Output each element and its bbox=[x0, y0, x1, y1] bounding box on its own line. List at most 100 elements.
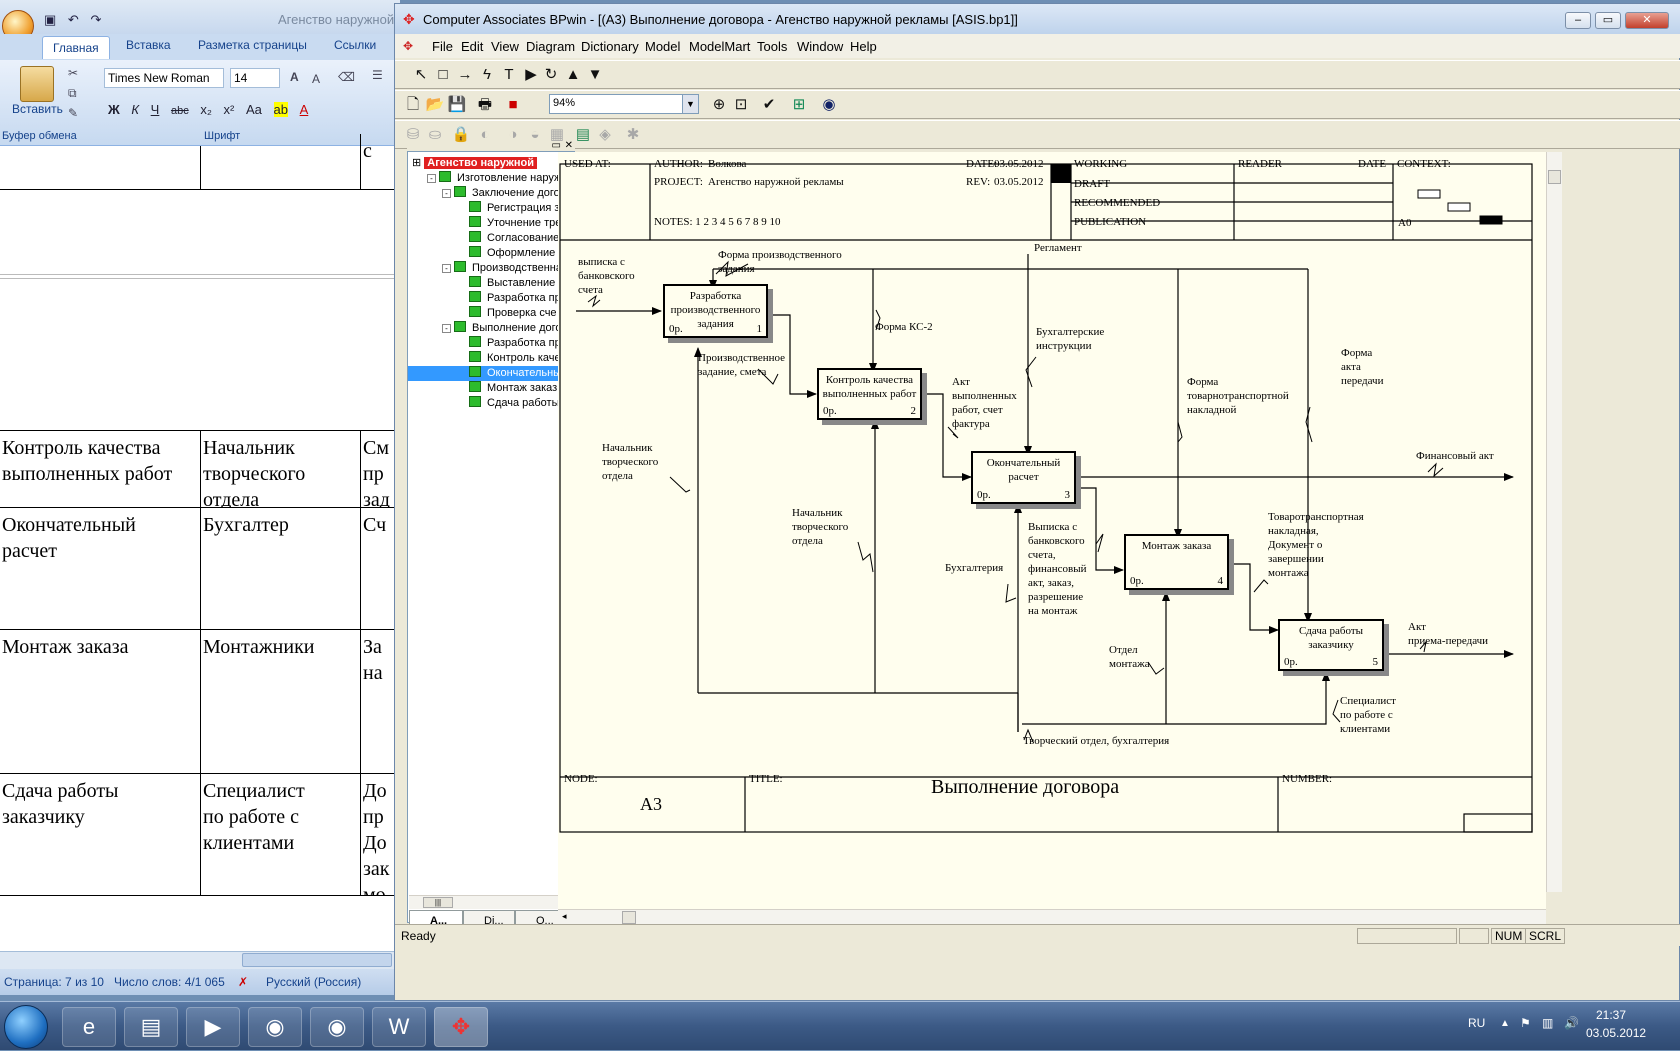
cut-icon[interactable]: ✂ bbox=[68, 66, 79, 80]
model-explorer-tree[interactable]: ⊞ Агенство наружной-Изготовление наруж-З… bbox=[407, 151, 575, 923]
menu-file[interactable]: File bbox=[432, 39, 453, 54]
maximize-button[interactable]: ▭ bbox=[1595, 12, 1621, 29]
tree-item[interactable]: Проверка сче bbox=[408, 306, 568, 321]
modelmart-icon[interactable]: ◉ bbox=[822, 96, 836, 113]
go-up-tool-icon[interactable]: ▲ bbox=[565, 66, 581, 83]
zoom-select[interactable]: 94% ▼ bbox=[549, 94, 699, 114]
firefox-icon[interactable]: ◉ bbox=[310, 1007, 364, 1047]
page-count[interactable]: Страница: 7 из 10 bbox=[4, 975, 104, 989]
rotate-tool-icon[interactable]: ↻ bbox=[544, 66, 558, 83]
close-button[interactable]: ✕ bbox=[1625, 12, 1669, 29]
arrow-label[interactable]: Акт выполненных работ, счет фактура bbox=[952, 376, 1017, 430]
scroll-thumb[interactable] bbox=[622, 911, 636, 924]
tree-item[interactable]: -Изготовление наруж bbox=[408, 171, 568, 186]
spell-check-icon[interactable]: ✔ bbox=[762, 96, 776, 113]
grow-font-icon[interactable]: A bbox=[290, 70, 299, 84]
arrow-label[interactable]: Выписка с банковского счета, финансовый … bbox=[1028, 521, 1087, 617]
show-hidden-icons-icon[interactable]: ▲ bbox=[1500, 1018, 1510, 1029]
paste-button[interactable]: Вставить bbox=[12, 102, 63, 116]
bullets-icon[interactable]: ☰ bbox=[372, 68, 383, 82]
activity-box-3[interactable]: Окончательный расчет 0р. 3 bbox=[971, 451, 1076, 504]
arrow-label[interactable]: Отдел монтажа bbox=[1109, 644, 1150, 670]
volume-icon[interactable]: 🔊 bbox=[1564, 1016, 1579, 1030]
menu-model[interactable]: Model bbox=[645, 39, 681, 54]
menu-window[interactable]: Window bbox=[797, 39, 844, 54]
shrink-font-icon[interactable]: A bbox=[312, 72, 321, 86]
collapse-toggle-icon[interactable]: - bbox=[442, 264, 451, 273]
arrow-label[interactable]: Финансовый акт bbox=[1416, 450, 1494, 462]
collapse-toggle-icon[interactable]: - bbox=[442, 324, 451, 333]
font-name-select[interactable]: Times New Roman bbox=[104, 68, 224, 88]
scroll-thumb[interactable] bbox=[1548, 170, 1561, 184]
tree-item[interactable]: -Выполнение дого bbox=[408, 321, 568, 336]
superscript-button[interactable]: x² bbox=[223, 102, 235, 117]
arrow-label[interactable]: Регламент bbox=[1034, 242, 1082, 254]
document-page[interactable]: с Контроль качества выполненных работ На… bbox=[0, 134, 400, 951]
tree-item[interactable]: Контроль каче bbox=[408, 351, 568, 366]
tree-item[interactable]: Разработка пр bbox=[408, 291, 568, 306]
subscript-button[interactable]: x₂ bbox=[200, 102, 212, 117]
activity-box-2[interactable]: Контроль качества выполненных работ 0р. … bbox=[817, 368, 922, 420]
arrow-label[interactable]: Форма производственного задания bbox=[718, 249, 842, 275]
clock-time[interactable]: 21:37 bbox=[1596, 1008, 1627, 1022]
copy-icon[interactable]: ⧉ bbox=[68, 86, 77, 100]
arrow-label[interactable]: Бухгалтерские инструкции bbox=[1036, 326, 1105, 352]
arrow-tool-icon[interactable]: → bbox=[457, 66, 473, 83]
menu-tools[interactable]: Tools bbox=[757, 39, 788, 54]
language[interactable]: Русский (Россия) bbox=[266, 975, 362, 989]
clock-date[interactable]: 03.05.2012 bbox=[1586, 1026, 1647, 1040]
file-explorer-icon[interactable]: ▤ bbox=[124, 1007, 178, 1047]
tab-page-layout[interactable]: Разметка страницы bbox=[198, 38, 307, 52]
italic-button[interactable]: К bbox=[131, 102, 140, 117]
arrow-label[interactable]: Начальник творческого отдела bbox=[602, 442, 659, 482]
open-icon[interactable]: 📂 bbox=[425, 96, 445, 113]
save-icon[interactable]: 💾 bbox=[447, 96, 467, 113]
media-player-icon[interactable]: ▶ bbox=[186, 1007, 240, 1047]
collapse-toggle-icon[interactable]: - bbox=[427, 174, 436, 183]
scroll-thumb[interactable]: ||| bbox=[423, 897, 453, 908]
save-icon[interactable]: ▣ bbox=[44, 12, 57, 27]
text-tool-icon[interactable]: T bbox=[504, 66, 514, 83]
activity-box-tool-icon[interactable]: □ bbox=[438, 66, 448, 83]
arrow-label[interactable]: выписка с банковского счета bbox=[578, 256, 635, 296]
network-icon[interactable]: ▥ bbox=[1542, 1016, 1554, 1030]
highlight-icon[interactable]: ab bbox=[273, 102, 288, 117]
activity-box-4[interactable]: Монтаж заказа 0р. 4 bbox=[1124, 534, 1229, 590]
color-icon[interactable]: ■ bbox=[508, 96, 518, 113]
format-painter-icon[interactable]: ✎ bbox=[68, 106, 79, 120]
menu-view[interactable]: View bbox=[491, 39, 519, 54]
word-count[interactable]: Число слов: 4/1 065 bbox=[114, 975, 225, 989]
decompose-tool-icon[interactable]: ▶ bbox=[525, 66, 537, 83]
word-icon[interactable]: W bbox=[372, 1007, 426, 1047]
bold-button[interactable]: Ж bbox=[108, 102, 120, 117]
close-panel-icon[interactable]: ✕ bbox=[564, 140, 573, 151]
menu-diagram[interactable]: Diagram bbox=[526, 39, 576, 54]
arrow-label[interactable]: Бухгалтерия bbox=[945, 562, 1004, 574]
go-down-tool-icon[interactable]: ▼ bbox=[587, 66, 603, 83]
start-button[interactable] bbox=[4, 1005, 48, 1049]
model-explorer-icon[interactable]: ⊞ bbox=[792, 96, 806, 113]
chevron-down-icon[interactable]: ▼ bbox=[682, 95, 698, 113]
tree-item[interactable]: -Производственна bbox=[408, 261, 568, 276]
diagram-canvas[interactable]: USED AT: AUTHOR: Волкова PROJECT: Агенст… bbox=[558, 152, 1546, 910]
arrow-label[interactable]: Творческий отдел, бухгалтерия bbox=[1023, 735, 1170, 747]
new-icon[interactable]: 🗋 bbox=[406, 96, 420, 113]
underline-button[interactable]: Ч bbox=[150, 102, 160, 117]
font-color-icon[interactable]: A bbox=[299, 102, 309, 117]
tree-horizontal-scrollbar[interactable]: ||| bbox=[409, 895, 561, 909]
zoom-fit-icon[interactable]: ⊡ bbox=[734, 96, 748, 113]
redo-icon[interactable]: ↷ bbox=[90, 12, 102, 27]
activity-box-5[interactable]: Сдача работы заказчику 0р. 5 bbox=[1278, 619, 1384, 671]
diagram-vertical-scrollbar[interactable] bbox=[1546, 152, 1562, 892]
tree-root[interactable]: ⊞ Агенство наружной bbox=[408, 156, 568, 171]
tree-item[interactable]: Регистрация з bbox=[408, 201, 568, 216]
arrow-label[interactable]: Товаротранспортная накладная, Документ о… bbox=[1268, 511, 1364, 579]
zoom-in-icon[interactable]: ⊕ bbox=[712, 96, 726, 113]
strikethrough-button[interactable]: abc bbox=[170, 105, 189, 117]
arrow-label[interactable]: Акт приема-передачи bbox=[1408, 621, 1489, 647]
undo-icon[interactable]: ↶ bbox=[67, 12, 79, 27]
menu-help[interactable]: Help bbox=[850, 39, 877, 54]
tab-home[interactable]: Главная bbox=[42, 36, 110, 59]
scroll-thumb[interactable] bbox=[242, 953, 392, 967]
arrow-label[interactable]: Форма КС-2 bbox=[875, 321, 933, 333]
